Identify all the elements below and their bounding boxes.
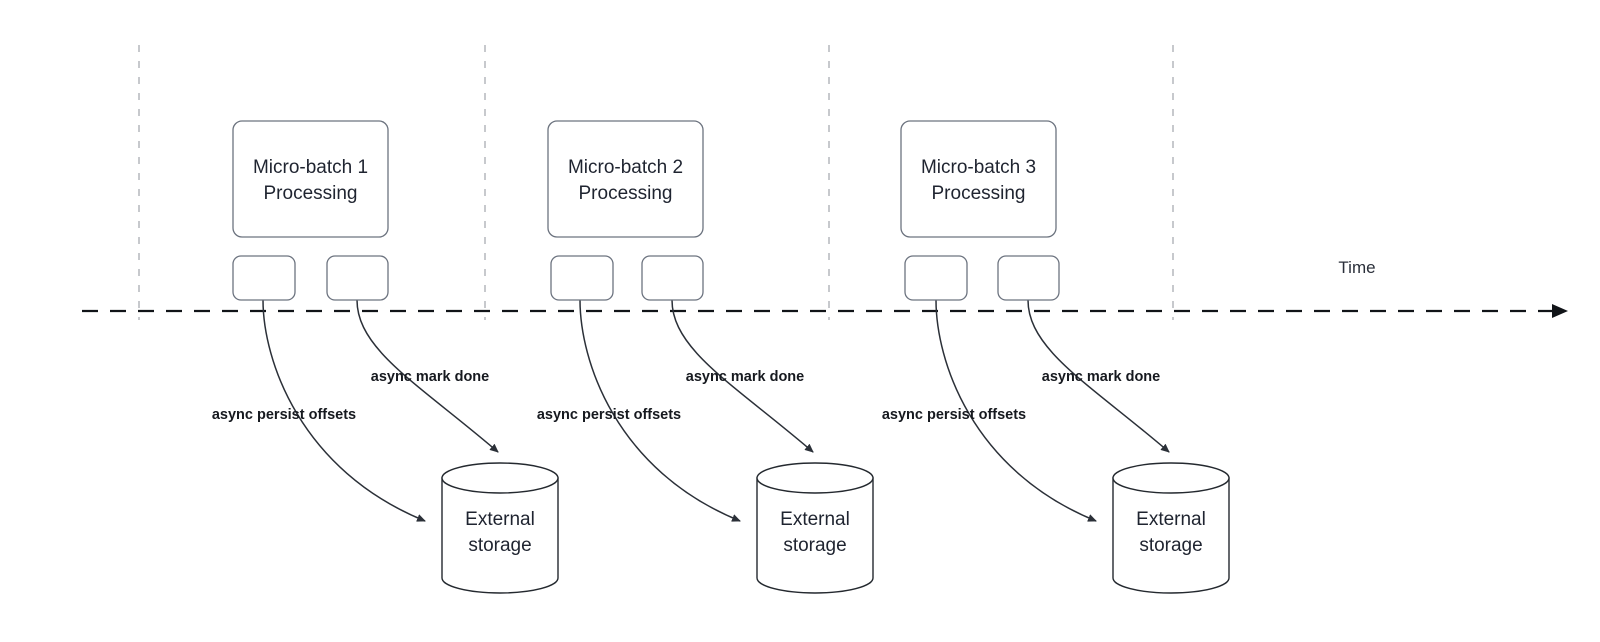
micro-batch-box-3[interactable] [900,120,1057,238]
edge-label-async-mark-done-2: async mark done [686,369,804,385]
mark-done-task-box-1[interactable] [326,255,389,301]
external-storage-label-line2-3: storage [1139,535,1202,556]
micro-batch-label-line2-2: Processing [579,183,673,204]
flow-edges [262,299,1170,522]
edge-async-persist-offsets-2 [579,299,741,522]
persist-offsets-task-box-3[interactable] [904,255,968,301]
micro-batch-label-line2-3: Processing [932,183,1026,204]
external-storage-label-line1-1: External [465,509,535,530]
external-storage-label-line2-2: storage [783,535,846,556]
micro-batch-label-line1-3: Micro-batch 3 [921,157,1036,178]
micro-batch-label-line1-1: Micro-batch 1 [253,157,368,178]
external-storage-label-line1-3: External [1136,509,1206,530]
time-axis-label: Time [1338,258,1375,277]
edge-label-async-mark-done-1: async mark done [371,369,489,385]
edge-async-mark-done-1 [356,299,499,453]
diagram-nodes [232,120,1230,594]
micro-batch-label-line2-1: Processing [264,183,358,204]
timeline-dividers [138,45,1174,320]
edge-label-async-mark-done-3: async mark done [1042,369,1160,385]
timeline-arrow-icon [1552,304,1568,318]
external-storage-cylinder-top-2[interactable] [756,462,874,494]
external-storage-cylinder-body-3[interactable] [1112,477,1230,594]
edge-async-mark-done-2 [671,299,814,453]
edge-async-persist-offsets-1 [262,299,426,522]
micro-batch-box-1[interactable] [232,120,389,238]
mark-done-task-box-2[interactable] [641,255,704,301]
external-storage-cylinder-body-2[interactable] [756,477,874,594]
mark-done-task-box-3[interactable] [997,255,1060,301]
persist-offsets-task-box-1[interactable] [232,255,296,301]
external-storage-cylinder-top-1[interactable] [441,462,559,494]
edge-async-persist-offsets-3 [935,299,1097,522]
timeline-axis [82,304,1568,318]
external-storage-cylinder-top-3[interactable] [1112,462,1230,494]
micro-batch-box-2[interactable] [547,120,704,238]
external-storage-cylinder-body-1[interactable] [441,477,559,594]
micro-batch-label-line1-2: Micro-batch 2 [568,157,683,178]
edge-label-async-persist-offsets-3: async persist offsets [882,407,1026,423]
edge-label-async-persist-offsets-1: async persist offsets [212,407,356,423]
external-storage-label-line2-1: storage [468,535,531,556]
edge-async-mark-done-3 [1027,299,1170,453]
edge-label-async-persist-offsets-2: async persist offsets [537,407,681,423]
persist-offsets-task-box-2[interactable] [550,255,614,301]
external-storage-label-line1-2: External [780,509,850,530]
